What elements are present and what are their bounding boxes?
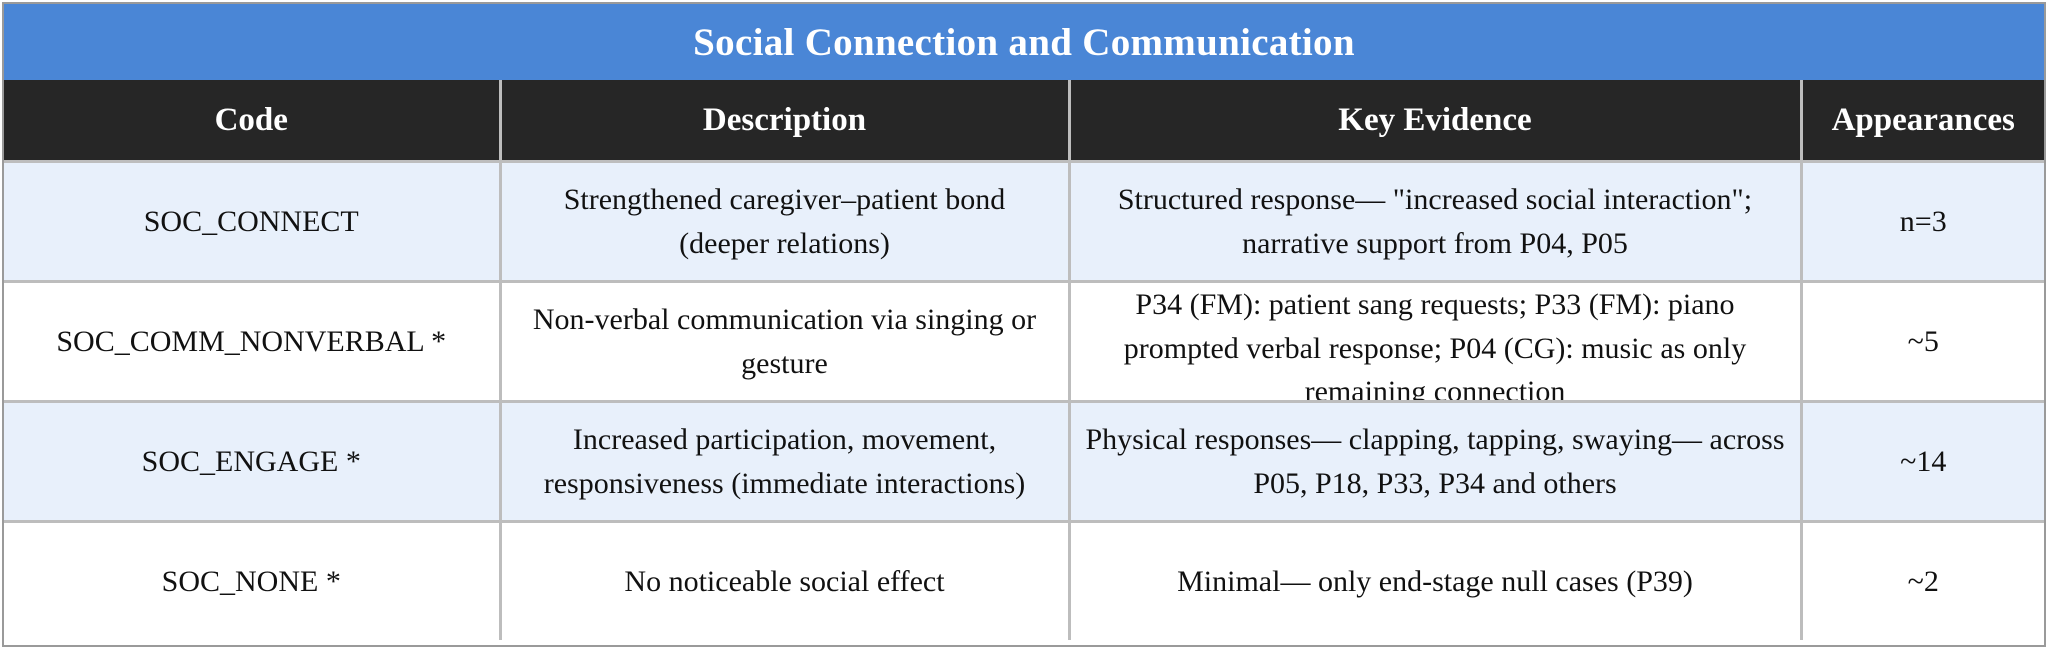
cell-description: Non-verbal communication via singing or … [498, 280, 1071, 403]
description-text: Non-verbal communication via singing or … [532, 303, 1037, 380]
cell-code: SOC_NONE * [4, 520, 502, 640]
table-row: SOC_CONNECT Strengthened caregiver–patie… [4, 160, 2044, 283]
evidence-text: P34 (FM): patient sang requests; P33 (FM… [1123, 288, 1747, 400]
header-appearances: Appearances [1799, 80, 2044, 162]
table-row: SOC_COMM_NONVERBAL * Non-verbal communic… [4, 280, 2044, 403]
cell-evidence: Physical responses— clapping, tapping, s… [1067, 400, 1803, 523]
cell-code: SOC_ENGAGE * [4, 400, 502, 523]
cell-description: Strengthened caregiver–patient bond (dee… [498, 160, 1071, 283]
cell-evidence: Structured response— "increased social i… [1067, 160, 1803, 283]
cell-appearances: ~14 [1799, 400, 2044, 523]
appearances-text: ~2 [1907, 564, 1939, 598]
description-text: Strengthened caregiver–patient bond (dee… [563, 183, 1006, 260]
code-text: SOC_NONE * [161, 564, 341, 598]
header-code: Code [4, 80, 502, 162]
cell-code: SOC_COMM_NONVERBAL * [4, 280, 502, 403]
cell-appearances: ~2 [1799, 520, 2044, 640]
header-key-evidence: Key Evidence [1067, 80, 1803, 162]
table-title: Social Connection and Communication [4, 4, 2044, 80]
cell-code: SOC_CONNECT [4, 160, 502, 283]
evidence-text: Minimal— only end-stage null cases (P39) [1177, 564, 1693, 598]
codebook-table: Code Description Key Evidence Appearance… [4, 80, 2044, 640]
cell-appearances: ~5 [1799, 280, 2044, 403]
cell-description: No noticeable social effect [498, 520, 1071, 640]
header-row: Code Description Key Evidence Appearance… [4, 80, 2044, 162]
cell-description: Increased participation, movement, respo… [498, 400, 1071, 523]
evidence-text: Physical responses— clapping, tapping, s… [1085, 423, 1785, 500]
code-text: SOC_CONNECT [143, 204, 359, 238]
header-description: Description [498, 80, 1071, 162]
description-text: No noticeable social effect [624, 564, 945, 598]
table-row: SOC_ENGAGE * Increased participation, mo… [4, 400, 2044, 523]
cell-evidence: P34 (FM): patient sang requests; P33 (FM… [1067, 280, 1803, 403]
appearances-text: ~5 [1907, 324, 1939, 358]
appearances-text: ~14 [1900, 444, 1947, 478]
cell-evidence: Minimal— only end-stage null cases (P39) [1067, 520, 1803, 640]
description-text: Increased participation, movement, respo… [543, 423, 1026, 500]
evidence-text: Structured response— "increased social i… [1117, 183, 1753, 260]
code-text: SOC_ENGAGE * [141, 444, 361, 478]
code-text: SOC_COMM_NONVERBAL * [56, 324, 447, 358]
cell-appearances: n=3 [1799, 160, 2044, 283]
appearances-text: n=3 [1899, 204, 1947, 238]
table-row: SOC_NONE * No noticeable social effect M… [4, 520, 2044, 640]
